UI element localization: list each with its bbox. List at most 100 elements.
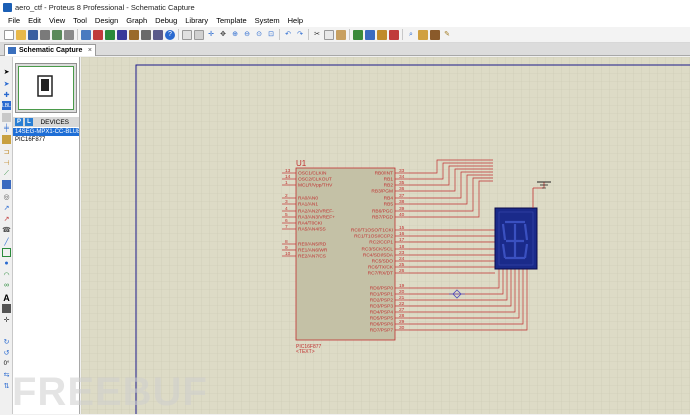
source-code-icon[interactable]: [153, 29, 163, 40]
mirror-vertical-icon[interactable]: ⇅: [3, 382, 10, 390]
block-delete-icon[interactable]: [389, 29, 399, 40]
home-icon[interactable]: [81, 29, 91, 40]
terminals-icon[interactable]: ⊐: [3, 148, 10, 156]
menu-file[interactable]: File: [8, 16, 21, 25]
gerber-icon[interactable]: [129, 29, 139, 40]
export-icon[interactable]: [52, 29, 62, 40]
wire: [409, 174, 493, 205]
rotate-anticlockwise-icon[interactable]: ↺: [3, 349, 10, 357]
close-project-icon[interactable]: [64, 29, 74, 40]
import-icon[interactable]: [40, 29, 50, 40]
pin-number: 34: [399, 174, 405, 180]
device-pins-icon[interactable]: ⊣: [3, 159, 10, 167]
circle-icon[interactable]: ●: [4, 260, 9, 267]
schematic-icon[interactable]: [93, 29, 103, 40]
origin-icon[interactable]: ✛: [208, 30, 214, 38]
pick-device-icon[interactable]: ⌕: [409, 30, 413, 38]
current-probe-icon[interactable]: ↗: [3, 215, 10, 223]
library-manager-button[interactable]: L: [25, 118, 33, 126]
schematic-drawing[interactable]: U1 PIC16F877 <TEXT> 13OSC1/CLKIN14OSC2/C…: [81, 57, 690, 414]
virtual-instruments-icon[interactable]: ☎: [2, 226, 11, 234]
buses-icon[interactable]: ╪: [4, 125, 9, 132]
pin-name: RB4: [384, 196, 394, 202]
open-folder-icon[interactable]: [16, 29, 26, 40]
close-tab-icon[interactable]: ×: [87, 47, 92, 54]
text-icon[interactable]: A: [3, 292, 10, 303]
marker-icon[interactable]: ✛: [3, 316, 10, 324]
menu-tool[interactable]: Tool: [73, 16, 87, 25]
new-file-icon[interactable]: [4, 29, 14, 40]
pin-name: RD7/PSP7: [370, 328, 394, 334]
pcb-icon[interactable]: [105, 29, 115, 40]
part-value-label: PIC16F877: [296, 344, 322, 350]
bom-icon[interactable]: [141, 29, 151, 40]
pin-name: RC0/T1OSO/T1CKI: [351, 228, 393, 234]
14seg-display-component[interactable]: [494, 207, 538, 270]
wire-label-icon[interactable]: LBL: [2, 101, 11, 110]
refresh-icon[interactable]: [182, 29, 192, 40]
pick-devices-button[interactable]: P: [15, 118, 23, 126]
menu-edit[interactable]: Edit: [28, 16, 42, 25]
menu-system[interactable]: System: [254, 16, 280, 25]
pin-number: 8: [285, 239, 288, 245]
line-icon[interactable]: ╱: [4, 238, 9, 246]
decompose-icon[interactable]: ✎: [444, 30, 450, 38]
copy-icon[interactable]: [324, 29, 334, 40]
text-script-icon[interactable]: [2, 113, 11, 122]
part-text-label: <TEXT>: [296, 349, 315, 355]
pic16f877-component[interactable]: U1 PIC16F877 <TEXT> 13OSC1/CLKIN14OSC2/C…: [282, 159, 409, 355]
3d-icon[interactable]: [117, 29, 127, 40]
tab-schematic-capture[interactable]: Schematic Capture ×: [4, 44, 96, 56]
grid-icon[interactable]: [194, 29, 204, 40]
box-icon[interactable]: [2, 248, 11, 257]
help-icon[interactable]: ?: [165, 29, 175, 40]
component-mode-icon[interactable]: ➤: [3, 80, 10, 88]
zoom-area-icon[interactable]: ⊡: [268, 30, 274, 38]
menu-debug[interactable]: Debug: [155, 16, 178, 25]
junction-dot-icon[interactable]: ✚: [3, 91, 10, 99]
pan-icon[interactable]: ✥: [220, 30, 226, 38]
window-title: aero_ctf - Proteus 8 Professional - Sche…: [15, 2, 195, 12]
subcircuit-icon[interactable]: [2, 135, 11, 144]
package-tool-icon[interactable]: [430, 29, 440, 40]
generator-icon[interactable]: ◎: [3, 193, 10, 201]
voltage-probe-icon[interactable]: ↗: [3, 204, 10, 212]
menu-template[interactable]: Template: [216, 16, 247, 25]
menu-library[interactable]: Library: [185, 16, 209, 25]
pin-number: 37: [399, 193, 405, 199]
wire: [409, 177, 493, 212]
pin-name: RC3/SCK/SCL: [362, 247, 394, 253]
block-rotate-icon[interactable]: [377, 29, 387, 40]
cut-icon[interactable]: ✂: [314, 30, 320, 38]
zoom-out-icon[interactable]: ⊖: [244, 30, 250, 38]
tape-recorder-icon[interactable]: [2, 180, 11, 189]
symbol-icon[interactable]: [2, 304, 11, 313]
block-move-icon[interactable]: [365, 29, 375, 40]
rotate-clockwise-icon[interactable]: ↻: [3, 338, 10, 346]
menu-view[interactable]: View: [49, 16, 66, 25]
device-list-item[interactable]: PIC16F877: [15, 137, 46, 143]
block-copy-icon[interactable]: [353, 29, 363, 40]
path-icon[interactable]: ∞: [4, 282, 9, 289]
overview-window[interactable]: [15, 63, 77, 113]
pin-name: RD1/PSP1: [370, 292, 394, 298]
mirror-horizontal-icon[interactable]: ⇆: [3, 371, 10, 379]
zoom-all-icon[interactable]: ⊙: [256, 30, 262, 38]
pin-name: RA3/AN3/VREF+: [298, 215, 335, 221]
menu-design[interactable]: Design: [94, 16, 119, 25]
make-device-icon[interactable]: [418, 29, 428, 40]
menu-help[interactable]: Help: [287, 16, 304, 25]
undo-icon[interactable]: ↶: [285, 30, 291, 38]
wire: [409, 165, 493, 186]
menu-graph[interactable]: Graph: [126, 16, 148, 25]
graph-icon[interactable]: ⟋: [4, 169, 9, 177]
paste-icon[interactable]: [336, 29, 346, 40]
save-icon[interactable]: [28, 29, 38, 40]
selection-mode-icon[interactable]: ➤: [3, 68, 10, 76]
zoom-in-icon[interactable]: ⊕: [232, 30, 238, 38]
pin-name: RB2: [384, 183, 394, 189]
redo-icon[interactable]: ↷: [297, 30, 303, 38]
arc-icon[interactable]: ◠: [3, 271, 10, 279]
device-list-item[interactable]: 14SEG-MPX1-CC-BLUE: [13, 128, 79, 136]
